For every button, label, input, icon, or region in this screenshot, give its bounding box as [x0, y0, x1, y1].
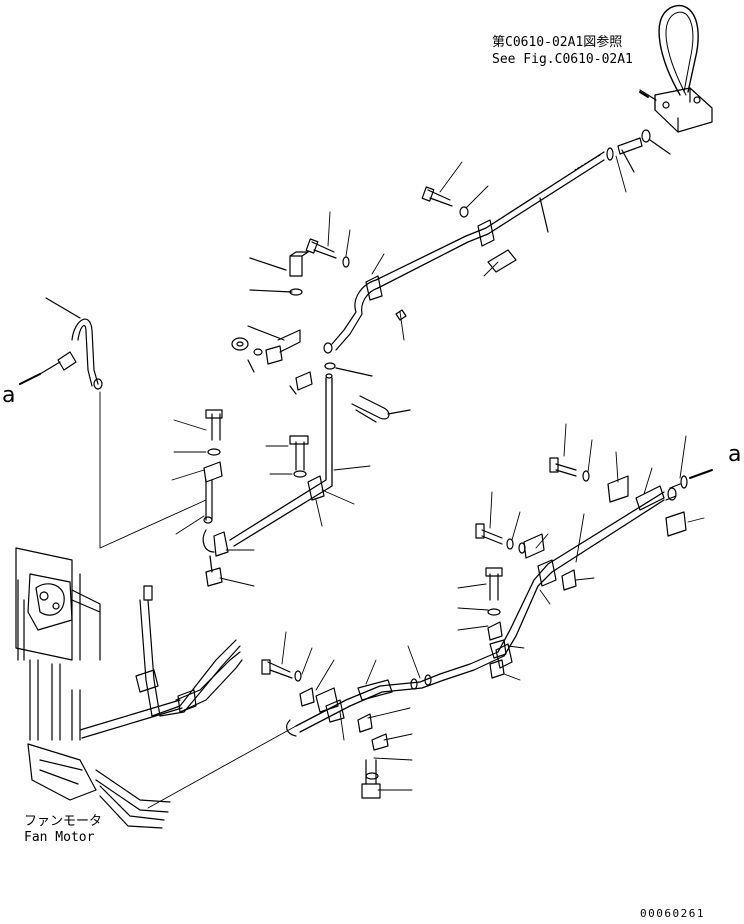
leader-line [639, 89, 657, 101]
leader-line [171, 419, 371, 587]
fan-motor-label-en: Fan Motor [24, 830, 95, 845]
u-tube [351, 395, 411, 423]
bracket-assembly [231, 251, 373, 395]
left-hose [19, 297, 207, 549]
connection-mark-left: a [2, 383, 16, 408]
drawing-number: 00060261 [640, 907, 705, 920]
reference-figure-ja: 第C0610-02A1図参照 [492, 35, 623, 50]
leader-line [327, 155, 627, 341]
middle-pipe [202, 373, 333, 587]
leader-line [281, 631, 421, 791]
connection-mark-right: a [728, 442, 742, 467]
right-pipe [439, 457, 713, 681]
upper-pipe [323, 151, 605, 354]
fitting-connector [606, 129, 671, 173]
leader-line [457, 423, 705, 681]
lower-pipe [147, 659, 445, 809]
reference-figure-en: See Fig.C0610-02A1 [492, 52, 633, 67]
bolt [305, 186, 517, 273]
fan-motor-label-ja: ファンモータ [24, 814, 103, 829]
fan-motor-assembly [15, 547, 243, 829]
valve-block-assembly [639, 5, 713, 133]
pipe-clamp [365, 219, 495, 301]
